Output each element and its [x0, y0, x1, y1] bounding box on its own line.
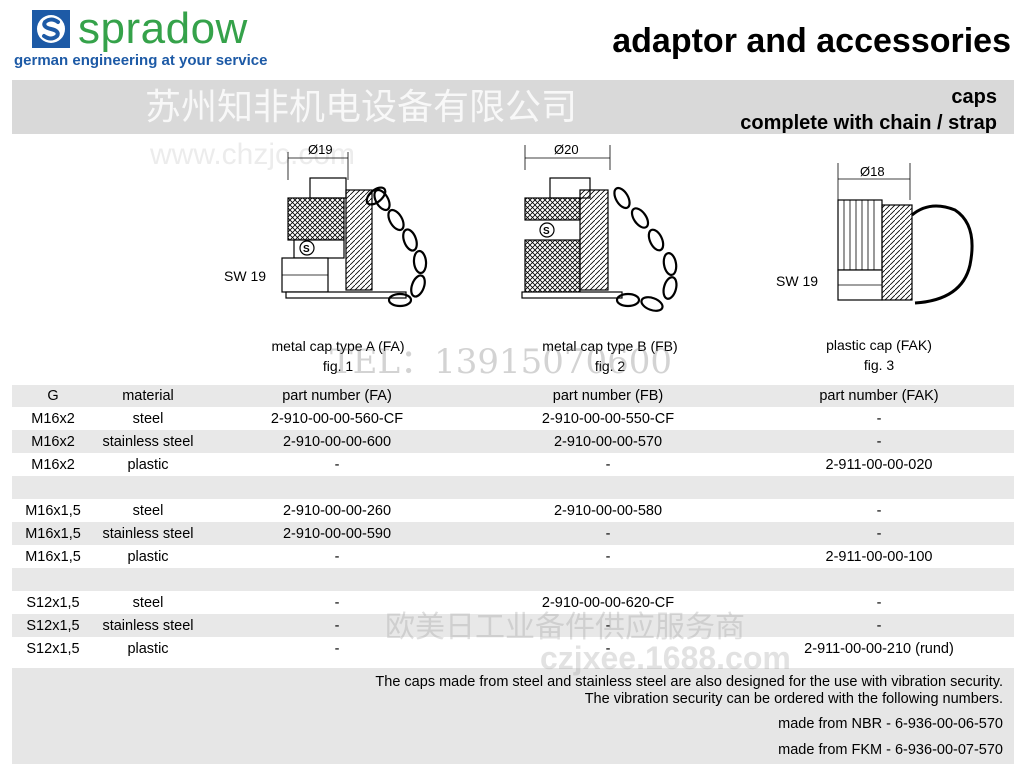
- footer-note-vibration-order: The vibration security can be ordered wi…: [584, 691, 1003, 707]
- footer-note-vibration-design: The caps made from steel and stainless s…: [375, 674, 1003, 690]
- cell-part-fb: -: [472, 614, 744, 637]
- cell-part-fak: 2-911-00-00-210 (rund): [804, 640, 954, 657]
- cell-part-fa: -: [202, 614, 472, 637]
- cell-part-fb: -: [472, 522, 744, 545]
- cell-g: M16x2: [31, 410, 75, 427]
- cell-g: S12x1,5: [26, 594, 80, 611]
- cell-part-fak: -: [876, 594, 882, 611]
- cell-material: stainless steel: [94, 614, 202, 637]
- cell-part-fb: 2-910-00-00-570: [472, 430, 744, 453]
- cell-part-fb: -: [605, 456, 611, 473]
- cell-part-fb: -: [605, 640, 611, 657]
- column-header-part-fb: part number (FB): [472, 385, 744, 407]
- table-row: M16x1,5 plastic - - 2-911-00-00-100: [12, 545, 1014, 568]
- wrench-size-label: SW 19: [776, 273, 819, 289]
- cell-part-fak: -: [876, 502, 882, 519]
- cell-material: steel: [132, 502, 164, 519]
- section-header-band: [12, 80, 1014, 134]
- figure-metal-cap-type-b: Ø20 S metal cap type B (FB) fig. 2: [500, 140, 730, 375]
- figure-number: fig. 1: [322, 358, 354, 374]
- cell-part-fak: 2-911-00-00-020: [825, 456, 933, 473]
- cell-material: plastic: [127, 640, 169, 657]
- table-header-row: G material part number (FA) part number …: [12, 385, 1014, 407]
- brand-tagline: german engineering at your service: [14, 52, 268, 69]
- cell-material: stainless steel: [94, 430, 202, 453]
- table-spacer-row: [12, 568, 1014, 591]
- spradow-logo-icon: [32, 10, 70, 48]
- column-header-material: material: [94, 385, 202, 407]
- cell-part-fa: -: [334, 548, 340, 565]
- page-title: adaptor and accessories: [612, 22, 1011, 60]
- cell-part-fa: -: [334, 594, 340, 611]
- cell-part-fa: 2-910-00-00-260: [282, 502, 392, 519]
- svg-text:S: S: [543, 226, 550, 237]
- metal-cap-a-drawing: Ø19 S: [281, 142, 428, 308]
- svg-text:S: S: [303, 244, 310, 255]
- table-row: S12x1,5 stainless steel - - -: [12, 614, 1014, 637]
- cell-part-fb: 2-910-00-00-580: [553, 502, 663, 519]
- cell-part-fa: 2-910-00-00-600: [202, 430, 472, 453]
- cell-part-fa: -: [334, 456, 340, 473]
- dimension-label: Ø20: [554, 142, 579, 157]
- footer-note-nbr: made from NBR - 6-936-00-06-570: [778, 716, 1003, 732]
- cell-part-fa: 2-910-00-00-590: [202, 522, 472, 545]
- cell-g: M16x1,5: [12, 522, 94, 545]
- section-title-line1: caps: [951, 86, 997, 108]
- part-number-table: G material part number (FA) part number …: [12, 385, 1014, 660]
- cell-material: plastic: [127, 548, 169, 565]
- cell-material: plastic: [127, 456, 169, 473]
- cell-part-fak: -: [876, 410, 882, 427]
- section-title: caps complete with chain / strap: [740, 84, 997, 136]
- figure-plastic-cap: Ø18 SW 19 plastic cap (FAK) fig. 3: [770, 155, 990, 375]
- figure-caption: metal cap type B (FB): [542, 338, 678, 354]
- cell-material: stainless steel: [94, 522, 202, 545]
- table-row: M16x1,5 steel 2-910-00-00-260 2-910-00-0…: [12, 499, 1014, 522]
- cell-part-fak: -: [744, 522, 1014, 545]
- cell-g: M16x2: [12, 430, 94, 453]
- cell-g: M16x1,5: [25, 502, 81, 519]
- table-row: M16x1,5 stainless steel 2-910-00-00-590 …: [12, 522, 1014, 545]
- column-header-g: G: [12, 385, 94, 407]
- plastic-cap-drawing: Ø18: [837, 163, 974, 305]
- cell-part-fb: -: [605, 548, 611, 565]
- wrench-size-label: SW 19: [224, 268, 267, 284]
- cell-part-fa: -: [334, 640, 340, 657]
- table-row: M16x2 plastic - - 2-911-00-00-020: [12, 453, 1014, 476]
- table-row: M16x2 stainless steel 2-910-00-00-600 2-…: [12, 430, 1014, 453]
- figure-caption: plastic cap (FAK): [826, 337, 932, 353]
- cell-part-fak: -: [744, 430, 1014, 453]
- metal-cap-b-drawing: Ø20 S: [521, 142, 678, 312]
- table-row: M16x2 steel 2-910-00-00-560-CF 2-910-00-…: [12, 407, 1014, 430]
- cell-g: S12x1,5: [26, 640, 80, 657]
- cell-material: steel: [132, 594, 164, 611]
- column-header-part-fak: part number (FAK): [744, 385, 1014, 407]
- cell-part-fb: 2-910-00-00-550-CF: [541, 410, 675, 427]
- table-row: S12x1,5 steel - 2-910-00-00-620-CF -: [12, 591, 1014, 614]
- figure-caption: metal cap type A (FA): [271, 338, 405, 354]
- table-spacer-row: [12, 476, 1014, 499]
- brand-name: spradow: [78, 4, 248, 53]
- figure-number: fig. 3: [863, 357, 895, 373]
- cell-material: steel: [132, 410, 164, 427]
- cell-part-fak: -: [744, 614, 1014, 637]
- cell-part-fb: 2-910-00-00-620-CF: [541, 594, 675, 611]
- footer-notes-band: [12, 668, 1014, 764]
- figure-metal-cap-type-a: Ø19 S SW 19 metal cap type A (FA) fig. 1: [210, 140, 480, 375]
- dimension-label: Ø18: [860, 164, 885, 179]
- cell-g: M16x2: [31, 456, 75, 473]
- figure-number: fig. 2: [594, 358, 626, 374]
- section-title-line2: complete with chain / strap: [740, 112, 997, 134]
- cell-part-fak: 2-911-00-00-100: [825, 548, 933, 565]
- footer-note-fkm: made from FKM - 6-936-00-07-570: [778, 742, 1003, 758]
- cell-g: M16x1,5: [25, 548, 81, 565]
- dimension-label: Ø19: [308, 142, 333, 157]
- cell-g: S12x1,5: [12, 614, 94, 637]
- table-row: S12x1,5 plastic - - 2-911-00-00-210 (run…: [12, 637, 1014, 660]
- column-header-part-fa: part number (FA): [202, 385, 472, 407]
- cell-part-fa: 2-910-00-00-560-CF: [270, 410, 404, 427]
